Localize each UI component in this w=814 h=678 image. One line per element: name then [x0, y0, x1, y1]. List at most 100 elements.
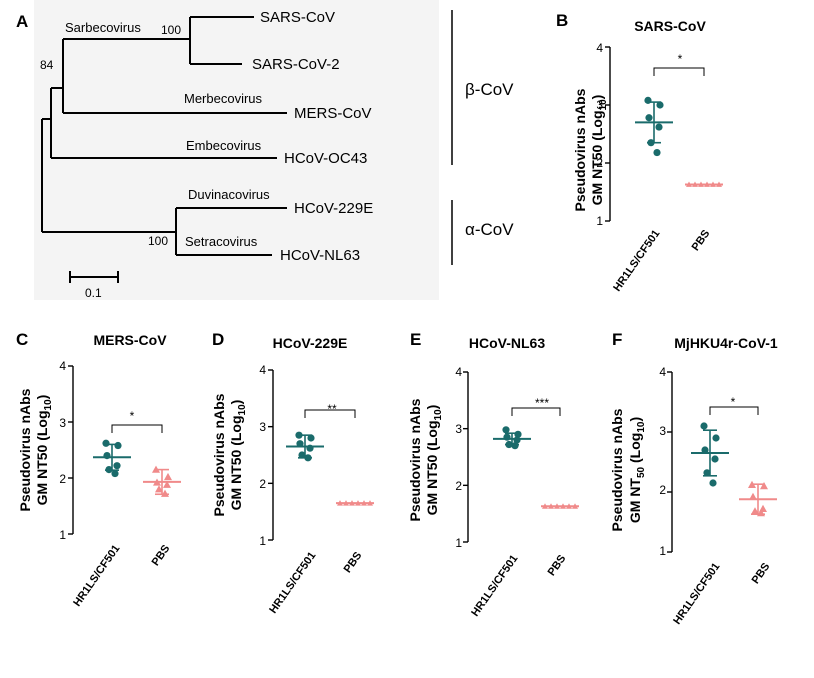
- y-axis-label-line2: GM NT50 (Log10): [424, 405, 444, 516]
- significance-bracket: [511, 407, 561, 416]
- y-axis-label-line2: GM NT50 (Log10): [228, 400, 248, 511]
- y-axis-label-line1: Pseudovirus nAbs: [17, 388, 33, 511]
- tree-leaf-label: SARS-CoV-2: [252, 56, 340, 73]
- data-point-pbs: [542, 503, 548, 509]
- tree-leaf-label: HCoV-NL63: [280, 247, 360, 264]
- significance-marker: *: [731, 395, 736, 409]
- chart-title: MjHKU4r-CoV-1: [674, 335, 778, 351]
- scatter-panel-hcov-229e: D HCoV-229E Pseudovirus nAbs GM NT50 (Lo…: [211, 330, 374, 616]
- y-tick-label: 3: [596, 98, 603, 112]
- data-point-vaccine: [307, 434, 315, 442]
- y-tick-label: 4: [59, 359, 66, 373]
- panel-letter-f: F: [612, 330, 622, 349]
- data-point-pbs: [355, 500, 361, 506]
- scatter-panel-mjhku4r-cov-1: F MjHKU4r-CoV-1 Pseudovirus nAbs GM NT50…: [609, 330, 778, 627]
- x-tick-label: HR1LS/CF501: [71, 543, 122, 609]
- y-tick-label: 2: [59, 472, 66, 486]
- data-point-vaccine: [113, 462, 121, 470]
- data-point-vaccine: [656, 101, 664, 109]
- y-tick-label: 2: [596, 156, 603, 170]
- scatter-panel-sars-cov: B SARS-CoV Pseudovirus nAbs GM NT50 (Log…: [556, 11, 723, 294]
- data-point-vaccine: [502, 426, 510, 434]
- y-tick-label: 1: [596, 214, 603, 228]
- bootstrap-value: 100: [148, 234, 168, 248]
- tree-leaf-label: MERS-CoV: [294, 105, 372, 122]
- data-point-vaccine: [295, 431, 303, 439]
- y-axis-label-line1: Pseudovirus nAbs: [609, 408, 625, 531]
- y-tick-label: 3: [259, 420, 266, 434]
- x-tick-label: PBS: [750, 561, 773, 586]
- data-point-pbs: [566, 503, 572, 509]
- x-tick-label: HR1LS/CF501: [611, 228, 662, 294]
- bootstrap-value: 100: [161, 23, 181, 37]
- panel-letter-a: A: [16, 12, 28, 31]
- significance-marker: *: [130, 409, 135, 423]
- data-point-vaccine: [703, 469, 711, 477]
- y-tick-label: 1: [59, 528, 66, 542]
- x-tick-label: PBS: [690, 228, 713, 253]
- clade-label: Setracovirus: [185, 234, 258, 249]
- data-point-pbs: [343, 500, 349, 506]
- data-point-vaccine: [102, 439, 110, 447]
- data-point-pbs: [751, 507, 759, 515]
- data-point-pbs: [716, 181, 722, 187]
- data-point-vaccine: [712, 434, 720, 442]
- y-tick-label: 4: [659, 365, 666, 379]
- y-tick-label: 1: [259, 534, 266, 548]
- alpha-cov-label: α-CoV: [465, 220, 514, 239]
- data-point-vaccine: [505, 440, 513, 449]
- data-point-pbs: [163, 480, 171, 488]
- clade-label: Sarbecovirus: [65, 20, 141, 35]
- chart-title: HCoV-229E: [273, 335, 348, 351]
- significance-marker: ***: [535, 396, 549, 410]
- data-point-pbs: [757, 509, 765, 517]
- panel-letter-d: D: [212, 330, 224, 349]
- chart-title: MERS-CoV: [93, 332, 167, 348]
- data-point-vaccine: [514, 430, 522, 438]
- y-tick-label: 2: [455, 479, 462, 493]
- data-point-vaccine: [296, 440, 304, 448]
- y-tick-label: 4: [259, 363, 266, 377]
- data-point-pbs: [748, 480, 756, 488]
- significance-bracket: [304, 409, 356, 418]
- data-point-vaccine: [645, 114, 653, 122]
- significance-bracket: [709, 406, 759, 415]
- clade-label: Embecovirus: [186, 138, 262, 153]
- data-point-pbs: [749, 492, 757, 500]
- data-point-vaccine: [298, 451, 306, 459]
- data-point-pbs: [572, 503, 578, 509]
- y-tick-label: 3: [659, 424, 666, 438]
- significance-marker: *: [678, 52, 683, 66]
- data-point-pbs: [698, 181, 704, 187]
- bootstrap-value: 84: [40, 58, 54, 72]
- data-point-pbs: [704, 181, 710, 187]
- tree-leaf-label: HCoV-OC43: [284, 150, 367, 167]
- y-tick-label: 4: [455, 365, 462, 379]
- data-point-vaccine: [709, 479, 717, 487]
- data-point-pbs: [692, 181, 698, 187]
- data-point-vaccine: [655, 123, 663, 131]
- significance-bracket: [653, 67, 705, 76]
- tree-background: [34, 0, 439, 300]
- data-point-vaccine: [103, 452, 111, 460]
- panel-letter-e: E: [410, 330, 421, 349]
- data-point-pbs: [161, 489, 169, 497]
- data-point-pbs: [367, 500, 373, 506]
- y-axis-label-line1: Pseudovirus nAbs: [572, 88, 588, 211]
- x-tick-label: HR1LS/CF501: [469, 553, 520, 619]
- panel-letter-c: C: [16, 330, 28, 349]
- phylogenetic-tree-panel: A SARS-CoV SARS-CoV-2 MERS-CoV HCoV-OC43…: [16, 0, 514, 300]
- y-tick-label: 3: [455, 422, 462, 436]
- data-point-pbs: [760, 482, 768, 490]
- y-tick-label: 2: [259, 477, 266, 491]
- beta-cov-label: β-CoV: [465, 80, 514, 99]
- scale-bar-label: 0.1: [85, 286, 102, 300]
- y-tick-label: 1: [455, 536, 462, 550]
- chart-title: SARS-CoV: [634, 18, 706, 34]
- data-point-pbs: [548, 503, 554, 509]
- clade-label: Duvinacovirus: [188, 187, 270, 202]
- scatter-panel-hcov-nl63: E HCoV-NL63 Pseudovirus nAbs GM NT50 (Lo…: [407, 330, 579, 619]
- data-point-vaccine: [513, 436, 521, 444]
- data-point-vaccine: [503, 433, 511, 441]
